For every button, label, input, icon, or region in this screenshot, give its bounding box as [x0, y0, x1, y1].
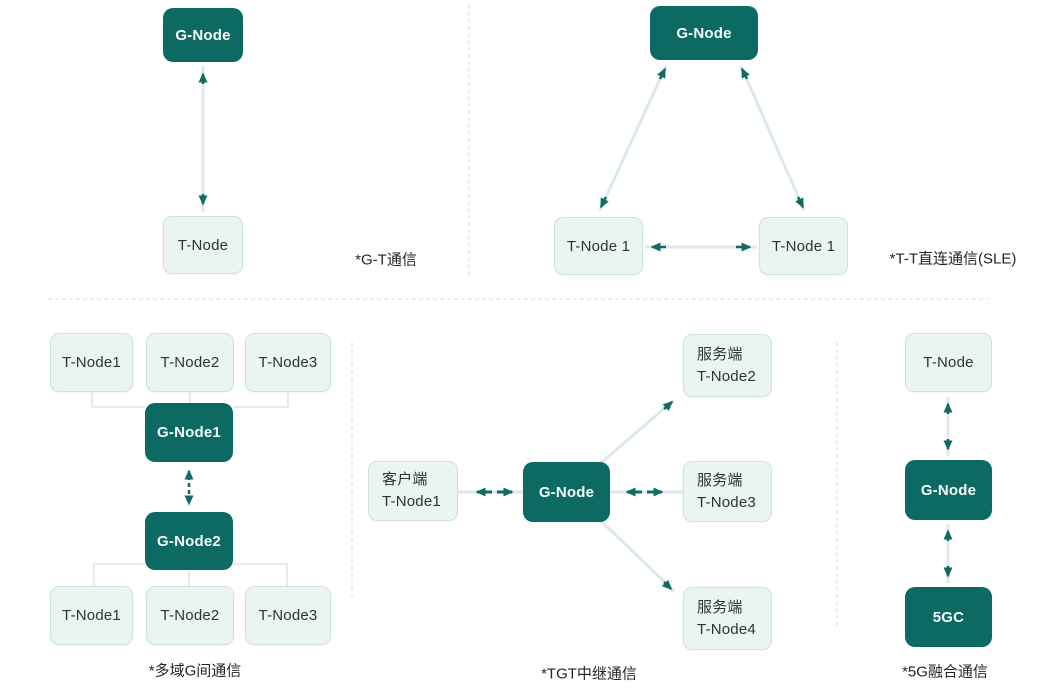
node-role-label: 客户端	[382, 471, 428, 488]
fiveg-section-caption: *5G融合通信	[902, 663, 988, 681]
node-label: T-Node	[177, 236, 229, 254]
multi-top-t-node3: T-Node3	[245, 333, 331, 392]
tgt-section-caption: *TGT中继通信	[541, 665, 637, 683]
gt-g-node: G-Node	[163, 8, 243, 62]
fiveg-core-node: 5GC	[905, 587, 992, 647]
tgt-client-node: 客户端 T-Node1	[368, 461, 458, 521]
multi-top-t-node1: T-Node1	[50, 333, 133, 392]
node-label: G-Node1	[157, 424, 221, 441]
node-label: T-Node2	[697, 367, 756, 385]
fiveg-t-node: T-Node	[905, 333, 992, 392]
multi-g-node2: G-Node2	[145, 512, 233, 570]
tt-link-left-shaft	[598, 65, 668, 211]
gt-t-node: T-Node	[163, 216, 243, 274]
node-label: T-Node	[923, 354, 974, 371]
node-label: G-Node	[175, 26, 231, 44]
tgt-g-node: G-Node	[523, 462, 610, 522]
node-label: G-Node	[676, 24, 732, 42]
node-label: T-Node 1	[566, 237, 631, 255]
tt-left-arrow-up-icon	[657, 67, 667, 80]
node-label: G-Node2	[157, 532, 221, 550]
tgt-server-node2: 服务端 T-Node2	[683, 334, 772, 397]
tgt-server2-link-shaft	[600, 398, 675, 465]
node-role-label: 服务端	[697, 598, 743, 616]
multi-bottom-t-node1: T-Node1	[50, 586, 133, 645]
multi-top-t-node2: T-Node2	[146, 333, 234, 392]
multi-section-caption: *多域G间通信	[148, 662, 242, 680]
node-role-label: 服务端	[697, 345, 743, 363]
multi-elbow-bottom-left	[93, 563, 145, 586]
node-label: T-Node3	[697, 493, 756, 511]
multi-bottom-t-node2: T-Node2	[146, 586, 234, 645]
tt-link-right-shaft	[739, 65, 806, 211]
tgt-server4-link-shaft	[599, 519, 676, 593]
node-label: 5GC	[932, 608, 965, 626]
tgt-server-node4: 服务端 T-Node4	[683, 587, 772, 650]
tgt-server4-arrow-icon	[661, 579, 673, 591]
tt-right-arrow-down-icon	[795, 196, 805, 209]
node-label: T-Node4	[697, 620, 756, 638]
tt-t-node-right: T-Node 1	[759, 217, 848, 275]
node-label: T-Node3	[258, 607, 318, 624]
tt-right-arrow-up-icon	[740, 67, 750, 80]
node-label: T-Node 1	[771, 237, 836, 255]
gt-section-caption: *G-T通信	[355, 251, 417, 269]
node-label: T-Node1	[382, 493, 441, 510]
tt-t-node-left: T-Node 1	[554, 217, 643, 275]
tgt-server-node3: 服务端 T-Node3	[683, 461, 772, 522]
tt-g-node: G-Node	[650, 6, 758, 60]
node-label: T-Node2	[160, 607, 220, 624]
multi-g-node1: G-Node1	[145, 403, 233, 462]
multi-bottom-t-node3: T-Node3	[245, 586, 331, 645]
node-label: G-Node	[538, 483, 595, 501]
node-label: T-Node1	[62, 354, 121, 371]
tt-section-caption: *T-T直连通信(SLE)	[889, 250, 1017, 268]
multi-elbow-bottom-right	[233, 563, 288, 586]
multi-elbow-top-left	[91, 392, 145, 408]
tt-left-arrow-down-icon	[599, 196, 609, 209]
multi-elbow-top-right	[233, 392, 289, 408]
tgt-server2-arrow-icon	[662, 401, 674, 411]
node-label: T-Node2	[160, 354, 220, 371]
node-label: T-Node3	[258, 354, 318, 371]
node-label: G-Node	[920, 481, 977, 499]
fiveg-g-node: G-Node	[905, 460, 992, 520]
node-role-label: 服务端	[697, 471, 743, 489]
node-label: T-Node1	[62, 607, 121, 624]
